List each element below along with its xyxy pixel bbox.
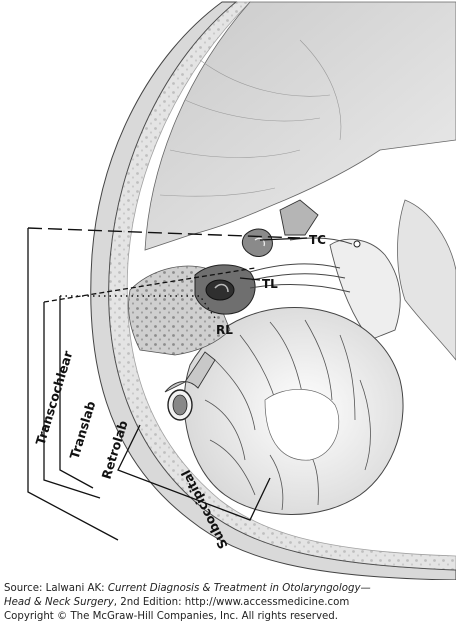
label-transcochlear: Transcochlear: [33, 348, 76, 447]
tl-leader: [239, 277, 261, 281]
approach-trajectories: [27, 227, 308, 319]
transcochlear-bracket: [27, 228, 119, 541]
label-rl: RL: [216, 323, 233, 337]
vessel-dot: [353, 240, 361, 248]
source-line-2: Head & Neck Surgery, 2nd Edition: http:/…: [4, 596, 454, 610]
translab-trajectory: [43, 267, 256, 303]
source-line: Source: Lalwani AK: Current Diagnosis & …: [4, 582, 454, 596]
brainstem: [329, 238, 401, 341]
pons: [397, 199, 456, 361]
fossa-shading: [159, 39, 342, 197]
cerebellar-white-matter: [264, 389, 340, 461]
subocciptal-bracket: [117, 424, 271, 521]
cranial-nerves: [249, 237, 353, 293]
sigmoid-sinus: [164, 351, 216, 421]
skull-outline: [90, 1, 456, 580]
approach-brackets: [27, 228, 271, 541]
cerebellum: [183, 306, 404, 515]
skull-diploe: [108, 1, 456, 571]
source-prefix: Source: Lalwani AK:: [4, 583, 108, 594]
label-retrolab: Retrolab: [99, 419, 131, 481]
source-title: Current Diagnosis & Treatment in Otolary…: [107, 583, 371, 594]
skull-base-approaches-diagram: TC TL RL Transcochlear Translab Retrolab…: [27, 1, 456, 580]
label-translab: Translab: [67, 399, 99, 461]
transcochlear-trajectory: [27, 227, 301, 239]
tc-leader: [259, 237, 308, 241]
translab-bracket: [43, 302, 101, 499]
copyright-line: Copyright © The McGraw-Hill Companies, I…: [4, 611, 338, 622]
source-rest: , 2nd Edition: http://www.accessmedicine…: [113, 597, 350, 608]
label-tl: TL: [262, 277, 278, 291]
source-title-2: Head & Neck Surgery: [4, 597, 114, 608]
middle-cranial-fossa: [144, 1, 456, 251]
inner-ear: [194, 199, 319, 315]
label-tc: TC: [309, 233, 326, 247]
retrolab-bracket: [59, 296, 94, 489]
figure-caption: Source: Lalwani AK: Current Diagnosis & …: [4, 582, 454, 624]
